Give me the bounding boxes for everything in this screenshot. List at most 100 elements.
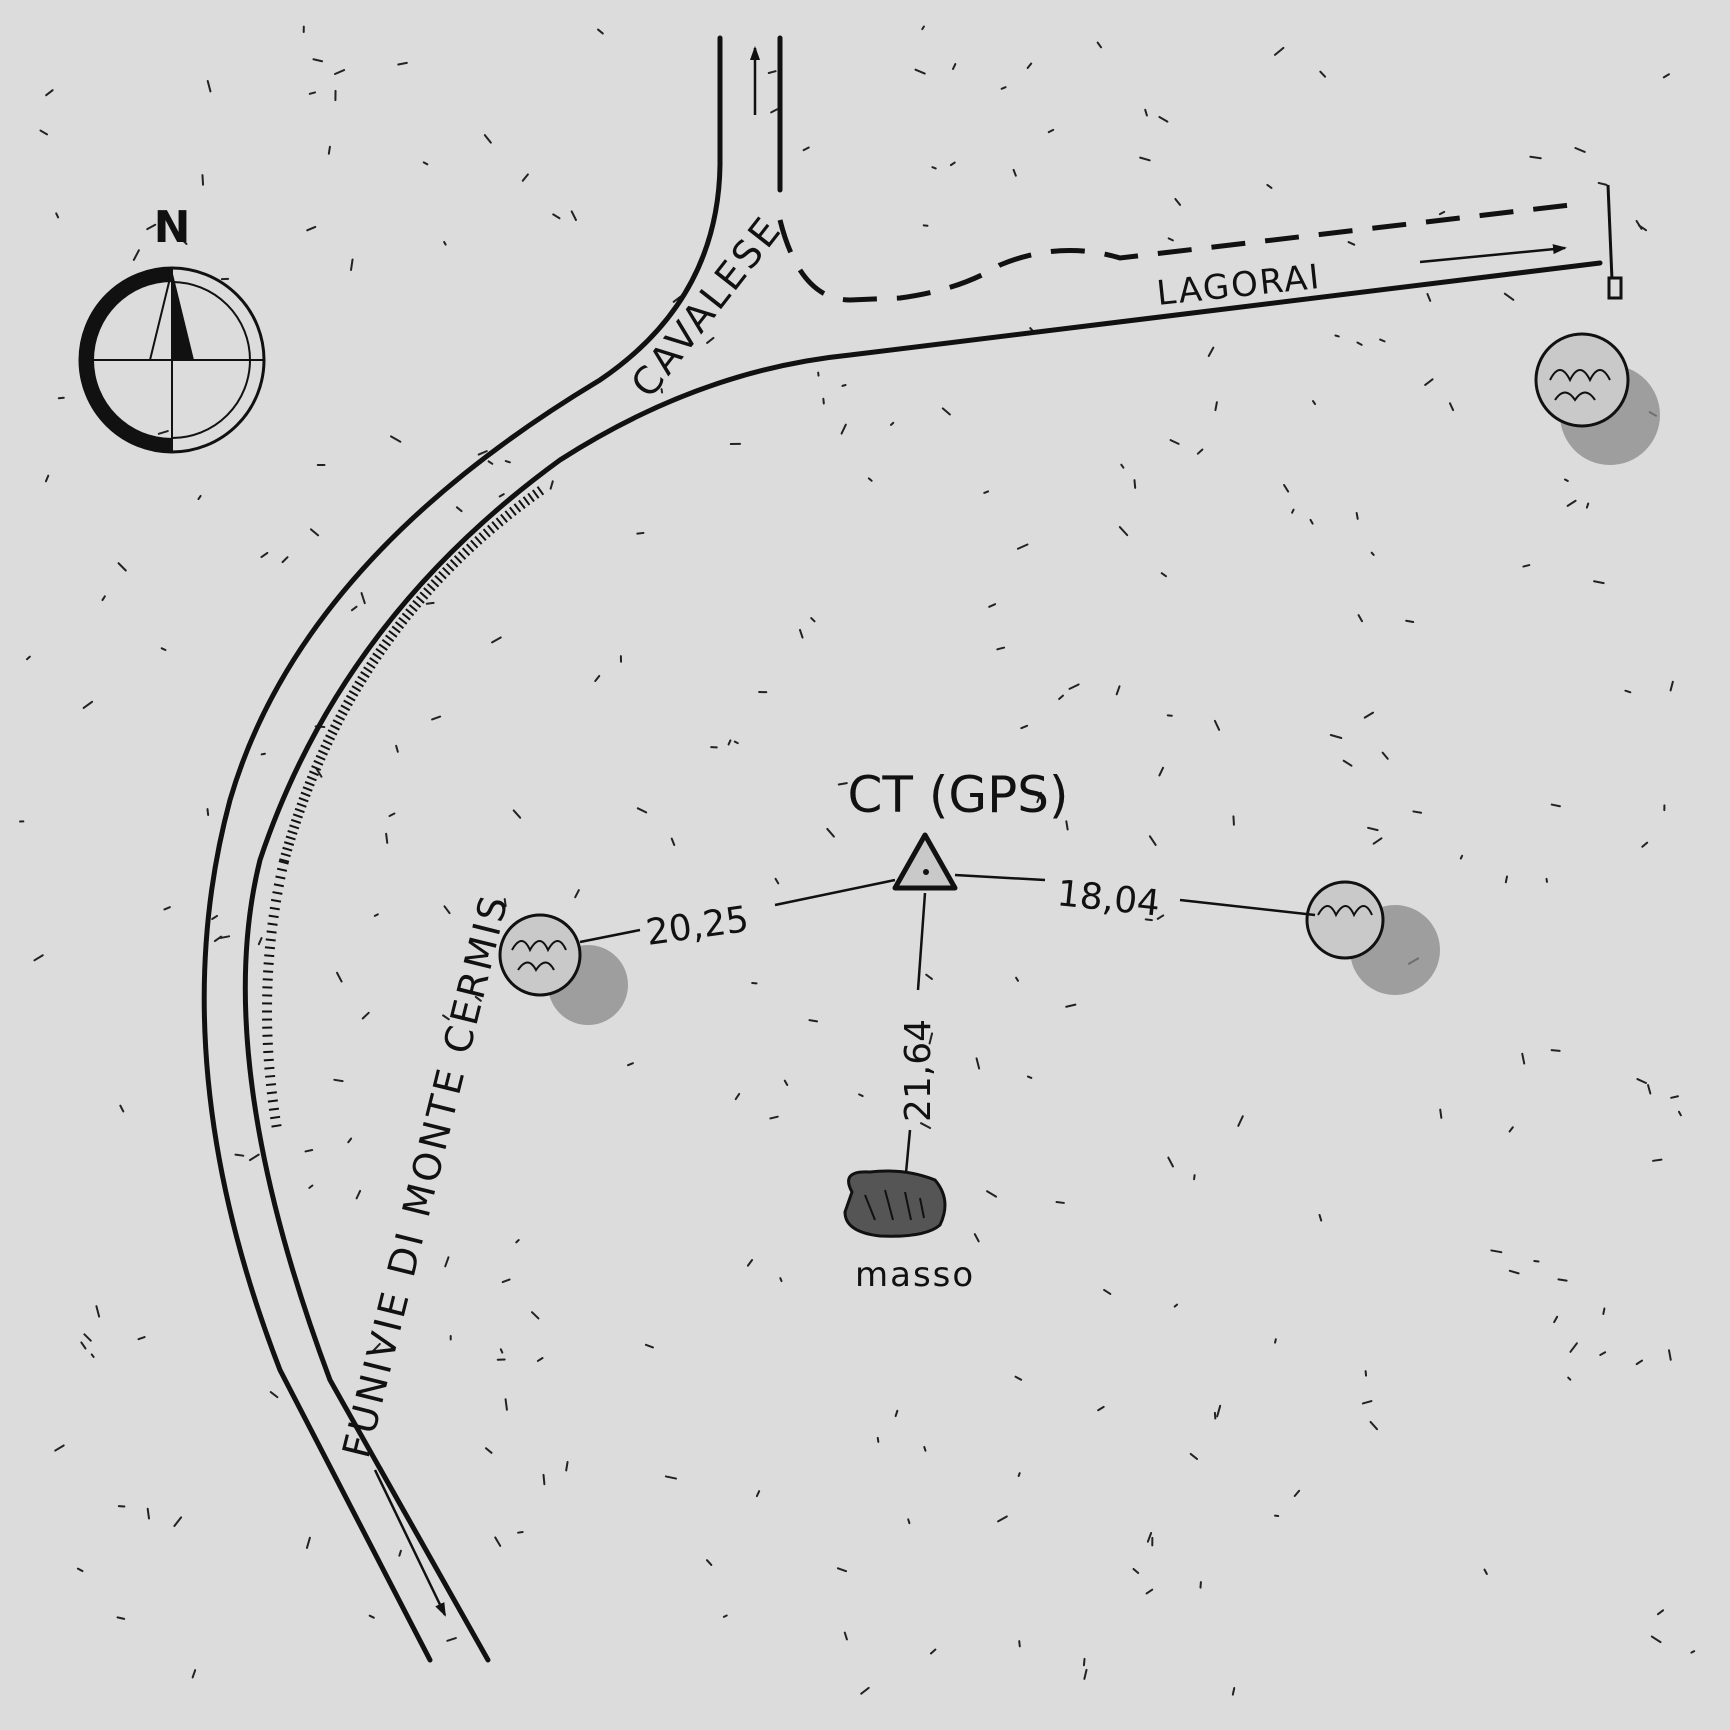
tree-icon [1305, 880, 1440, 995]
speckle [355, 1189, 362, 1200]
slope-tick [453, 555, 463, 564]
speckle [1641, 841, 1649, 848]
speckle [1055, 1200, 1065, 1204]
slope-hatching [262, 486, 545, 1128]
road-label-cermis: FUNIVIE DI MONTE CERMIS [334, 889, 517, 1462]
slope-tick [430, 579, 440, 588]
speckle [1557, 1278, 1568, 1282]
speckle [1318, 1213, 1323, 1222]
speckle [536, 1357, 544, 1362]
speckle [876, 1436, 880, 1443]
speckle [1355, 512, 1359, 520]
speckle [1169, 439, 1180, 445]
speckle [116, 1616, 126, 1620]
speckle [309, 528, 320, 537]
slope-tick [343, 699, 353, 707]
speckle [501, 1278, 511, 1284]
speckle [636, 531, 645, 535]
speckle [1139, 156, 1151, 162]
speckle [521, 173, 529, 182]
speckle [201, 174, 205, 186]
speckle [1266, 183, 1273, 189]
speckle [1381, 751, 1389, 760]
speckle [499, 1348, 504, 1354]
speckle [260, 752, 266, 756]
speckle [308, 91, 317, 95]
speckle [941, 407, 951, 416]
speckle [1656, 1609, 1665, 1616]
speckle [1068, 683, 1080, 690]
slope-tick [292, 813, 303, 819]
speckle [1370, 551, 1375, 556]
slope-tick [270, 1115, 281, 1120]
speckle [1020, 724, 1029, 730]
speckle [269, 1391, 279, 1399]
slope-tick [272, 891, 283, 895]
speckle [182, 240, 188, 245]
slope-tick [438, 570, 447, 580]
speckle [1522, 564, 1531, 568]
speckle [931, 166, 937, 170]
speckle [1602, 1307, 1606, 1315]
speckle [1026, 62, 1033, 69]
speckle [1569, 1342, 1578, 1353]
speckle [442, 1014, 450, 1021]
boulder-label: masso [855, 1255, 975, 1295]
slope-tick [275, 875, 286, 880]
speckle [213, 935, 223, 943]
speckle [498, 493, 505, 498]
speckle [398, 1549, 402, 1557]
slope-tick [351, 685, 362, 693]
arrow-lagorai [1419, 244, 1567, 264]
speckle [1148, 835, 1157, 846]
speckle [565, 1460, 569, 1472]
speckle [146, 223, 157, 231]
speckle [951, 63, 957, 71]
slope-tick [384, 634, 395, 643]
speckle [1438, 210, 1446, 216]
speckle [1014, 1375, 1023, 1381]
speckle [333, 1078, 344, 1083]
slope-tick [294, 807, 305, 814]
speckle [191, 1669, 197, 1679]
slope-tick [264, 954, 275, 958]
speckle [644, 1343, 654, 1349]
slope-tick [270, 898, 282, 903]
speckle [1309, 518, 1314, 525]
slope-tick [357, 675, 367, 683]
compass-north-label: N [154, 202, 191, 253]
speckle [304, 1149, 314, 1153]
speckle [1566, 499, 1577, 507]
speckle [574, 889, 580, 899]
slope-tick [348, 689, 359, 697]
speckle [306, 225, 317, 232]
slope-tick [263, 1050, 274, 1054]
speckle [425, 601, 435, 605]
speckle [1361, 1400, 1373, 1405]
speckle [1097, 1405, 1105, 1412]
speckle [146, 1507, 150, 1520]
speckle [1567, 1376, 1572, 1381]
speckle [257, 936, 263, 946]
speckle [44, 474, 50, 483]
slope-tick [278, 860, 289, 865]
tree-icon [498, 913, 628, 1025]
speckle [25, 655, 31, 661]
speckle [1158, 115, 1169, 123]
speckle [504, 460, 511, 464]
slope-tick [279, 858, 290, 863]
speckle [372, 1342, 381, 1352]
speckle [986, 1190, 998, 1198]
speckle [1483, 1568, 1488, 1576]
slope-tick [474, 535, 483, 545]
speckle [443, 905, 451, 915]
speckle [163, 906, 171, 911]
speckle [770, 108, 778, 114]
speckle [515, 1239, 520, 1244]
slope-tick [457, 551, 467, 560]
speckle [1563, 478, 1569, 482]
speckle [597, 28, 604, 35]
slope-tick [322, 739, 333, 746]
speckle [1503, 292, 1515, 301]
slope-tick [536, 486, 545, 496]
